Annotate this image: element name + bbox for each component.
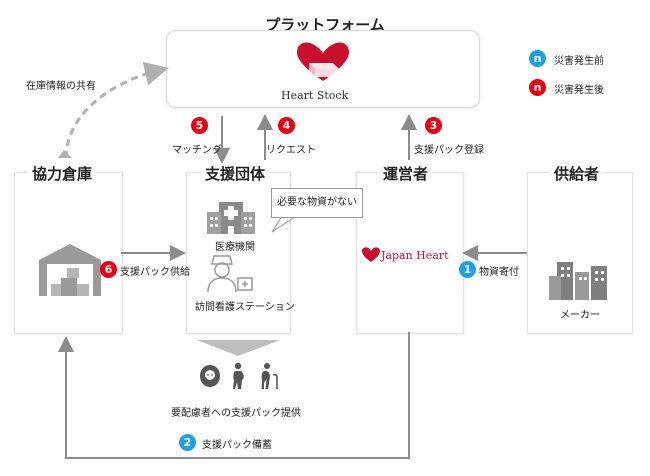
step-3-label: 支援パック登録	[414, 145, 484, 156]
japan-heart-logo-icon	[362, 247, 380, 262]
inventory-share-label: 在庫情報の共有	[26, 81, 96, 92]
step-6-badge: 6	[100, 261, 117, 278]
warehouse-icon	[39, 244, 101, 296]
step-5-label: マッチング	[172, 145, 222, 156]
supplier-title: 供給者	[550, 163, 604, 184]
step-1-label: 物資寄付	[479, 267, 519, 278]
legend-marker-blue: n	[529, 50, 546, 67]
heart-stock-logo-icon	[297, 42, 349, 81]
inventory-share-arrow	[64, 61, 169, 159]
stockpile-arrow	[58, 332, 410, 459]
step-4-badge: 4	[278, 117, 295, 134]
step-5-badge: 5	[191, 117, 208, 134]
operator-title: 運営者	[379, 163, 433, 184]
nurse-icon	[207, 255, 253, 293]
platform-box: Heart Stock	[166, 30, 480, 108]
beneficiary-triangle	[197, 340, 280, 356]
maker-label: メーカー	[560, 310, 600, 321]
step-1-badge: 1	[459, 261, 476, 278]
japan-heart-logo-text: Japan Heart	[381, 249, 449, 262]
inventory-share-arrow-tail	[58, 150, 72, 158]
step-4-label: リクエスト	[266, 145, 316, 156]
legend-label-before: 災害発生前	[554, 56, 604, 67]
heart-stock-logo-text: Heart Stock	[281, 89, 349, 102]
step-3-badge: 3	[425, 117, 442, 134]
supplier-box	[527, 172, 633, 334]
baby-icon	[200, 365, 220, 387]
step-2-label: 支援パック備蓄	[202, 440, 272, 451]
hospital-label: 医療機関	[215, 242, 255, 253]
step-2-badge: 2	[179, 434, 196, 451]
pregnant-woman-icon	[233, 362, 244, 389]
step-6-label: 支援パック供給	[120, 267, 190, 278]
warehouse-title: 協力倉庫	[28, 163, 97, 184]
elderly-person-icon	[261, 363, 278, 389]
support-title: 支援団体	[201, 163, 270, 184]
beneficiary-label: 要配慮者への支援パック提供	[171, 408, 301, 419]
need-bubble: 必要な物資がない	[271, 188, 363, 218]
legend-marker-red: n	[529, 79, 546, 96]
nurse-station-label: 訪問看護ステーション	[195, 302, 295, 313]
hospital-icon	[207, 202, 255, 234]
legend-label-after: 災害発生後	[554, 85, 604, 96]
platform-title: プラットフォーム	[265, 16, 385, 34]
factory-buildings-icon	[549, 262, 607, 300]
